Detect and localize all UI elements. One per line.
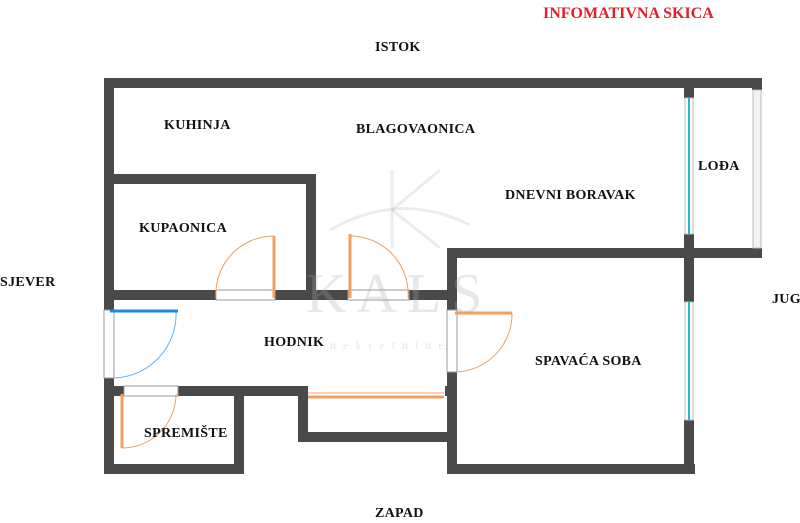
door-bedroom-swing	[454, 312, 513, 373]
wall-storage-bottom	[104, 464, 244, 474]
wall-top	[104, 78, 762, 88]
wall-left-upper	[104, 78, 114, 310]
room-loggia-label: LOĐA	[698, 159, 740, 174]
window-loggia-outer	[752, 89, 762, 249]
door-storage-swing	[121, 393, 177, 449]
watermark-brand: KALS	[306, 263, 493, 325]
walls	[104, 78, 762, 474]
compass-south: JUG	[772, 292, 800, 307]
wall-bedroom-bottom	[447, 464, 695, 474]
doors	[110, 234, 513, 449]
thresholds	[103, 289, 458, 397]
door-entrance-swing	[113, 310, 177, 379]
compass-east: ISTOK	[375, 40, 421, 55]
room-bathroom-label: KUPAONICA	[139, 221, 227, 236]
room-dining-label: BLAGOVAONICA	[356, 122, 476, 137]
wall-east-upper	[684, 78, 694, 98]
wall-loggia-bottom	[684, 248, 762, 258]
wall-hall-top-b	[275, 290, 348, 300]
compass-west: ZAPAD	[375, 506, 424, 521]
room-kitchen-label: KUHINJA	[164, 118, 231, 133]
sketch-title: INFOMATIVNA SKICA	[543, 5, 714, 22]
wall-bath-right	[306, 174, 316, 298]
wall-bedroom-left-a	[447, 248, 457, 310]
watermark-tagline: nekretnine	[330, 338, 451, 352]
door-bathroom-swing	[215, 235, 275, 299]
room-storage-label: SPREMIŠTE	[144, 426, 228, 441]
wall-east-mid	[684, 234, 694, 302]
wall-storage-right	[234, 386, 244, 474]
threshold-bedroom	[446, 309, 458, 373]
threshold-hall-top	[347, 289, 410, 301]
room-bedroom-label: SPAVAĆA SOBA	[535, 354, 642, 369]
wall-bedroom-top	[447, 248, 762, 258]
door-hall-swing	[349, 235, 409, 299]
wall-east-lower	[684, 420, 694, 474]
wall-hall-top-c	[409, 290, 457, 300]
threshold-storage	[123, 385, 179, 397]
wall-bedroom-left-b	[447, 372, 457, 474]
wall-kitchen-bath	[104, 174, 316, 184]
wall-left-lower	[104, 378, 114, 474]
wall-closet-bottom	[298, 432, 457, 442]
wall-loggia-right-top	[752, 78, 762, 90]
compass-north: SJEVER	[0, 275, 56, 290]
threshold-bathroom	[215, 289, 276, 301]
room-hallway-label: HODNIK	[264, 335, 325, 350]
room-living-label: DNEVNI BORAVAK	[505, 188, 636, 203]
windows	[684, 89, 762, 421]
watermark-emblem	[329, 168, 471, 250]
wall-hall-top-a	[104, 290, 216, 300]
wall-hall-bottom-c	[445, 386, 457, 396]
threshold-entrance	[103, 309, 115, 379]
wall-hall-bottom-a	[104, 386, 124, 396]
wall-closet-left	[298, 386, 308, 442]
